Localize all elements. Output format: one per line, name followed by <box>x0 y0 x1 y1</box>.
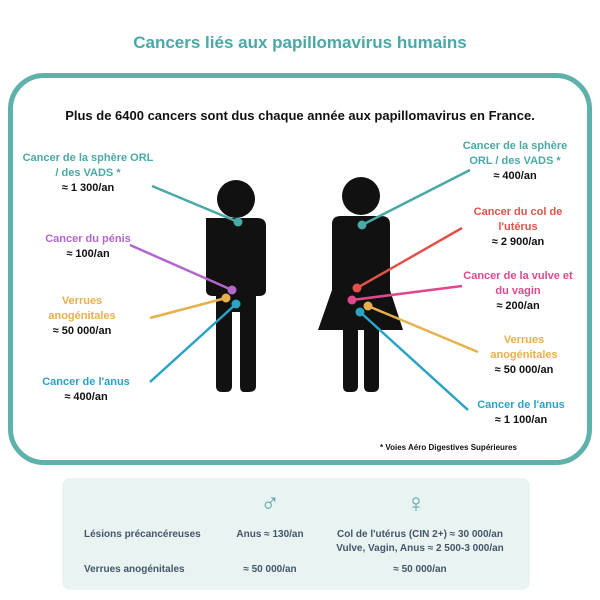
row-female-verrues: ≈ 50 000/an <box>393 564 447 575</box>
label-name: Cancer de l'anus <box>477 399 565 411</box>
male-label-anus: Cancer de l'anus ≈ 400/an <box>26 375 146 405</box>
male-orl-dot <box>233 217 243 227</box>
label-value: ≈ 2 900/an <box>491 236 545 248</box>
label-value: ≈ 400/an <box>493 170 537 182</box>
diagram-subtitle: Plus de 6400 cancers sont dus chaque ann… <box>65 108 535 123</box>
female-anus-dot <box>355 307 365 317</box>
label-name: Cancer de l'anus <box>42 376 130 388</box>
row-female-lesions-line2: Vulve, Vagin, Anus ≈ 2 500-3 000/an <box>336 543 504 554</box>
label-value: ≈ 100/an <box>66 248 110 260</box>
footnote: * Voies Aéro Digestives Supérieures <box>380 443 517 452</box>
label-value: ≈ 1 100/an <box>494 414 548 426</box>
female-pointer-lines <box>351 168 479 411</box>
row-male-lesions: Anus ≈ 130/an <box>236 529 304 540</box>
row-label-verrues: Verrues anogénitales <box>84 564 185 575</box>
male-penis-dot <box>227 285 237 295</box>
female-head <box>342 177 380 215</box>
precancer-table-panel <box>62 478 530 590</box>
diagram-frame <box>8 73 592 465</box>
male-verrues-line <box>149 296 227 320</box>
female-body <box>318 216 403 392</box>
female-pointer-dots <box>347 220 373 317</box>
female-label-col: Cancer du col de l'utérus ≈ 2 900/an <box>462 205 574 250</box>
label-name: Cancer de la sphère ORL / des VADS * <box>22 152 154 179</box>
label-name: Cancer du pénis <box>45 233 131 245</box>
page-title: Cancers liés aux papillomavirus humains <box>133 33 467 52</box>
female-verrues-line <box>367 304 479 354</box>
label-value: ≈ 50 000/an <box>52 325 112 337</box>
female-orl-line <box>361 168 471 227</box>
label-name: Cancer du col de l'utérus <box>473 206 563 233</box>
male-pointer-lines <box>129 184 239 383</box>
label-value: ≈ 1 300/an <box>61 182 115 194</box>
male-symbol-icon: ♂ <box>260 488 280 518</box>
female-vulve-dot <box>347 295 357 305</box>
label-value: ≈ 50 000/an <box>494 364 554 376</box>
female-label-anus: Cancer de l'anus ≈ 1 100/an <box>462 398 580 428</box>
female-figure <box>318 177 403 392</box>
male-penis-line <box>129 243 233 292</box>
label-name: Cancer de la sphère ORL / des VADS * <box>462 140 568 167</box>
row-female-lesions-line1: Col de l'utérus (CIN 2+) ≈ 30 000/an <box>337 529 503 540</box>
row-label-lesions: Lésions précancéreuses <box>84 529 201 540</box>
male-head <box>217 180 255 218</box>
female-verrues-dot <box>363 301 373 311</box>
label-value: ≈ 200/an <box>496 300 540 312</box>
label-value: ≈ 400/an <box>64 391 108 403</box>
female-label-verrues: Verrues anogénitales ≈ 50 000/an <box>476 333 572 378</box>
male-anus-dot <box>231 299 241 309</box>
female-vulve-line <box>351 284 463 302</box>
female-symbol-icon: ♀ <box>406 488 426 518</box>
male-label-verrues: Verrues anogénitales ≈ 50 000/an <box>36 294 128 339</box>
male-verrues-dot <box>221 293 231 303</box>
male-pointer-dots <box>221 217 243 309</box>
female-label-orl: Cancer de la sphère ORL / des VADS * ≈ 4… <box>456 139 574 184</box>
row-male-verrues: ≈ 50 000/an <box>243 564 297 575</box>
label-name: Verrues anogénitales <box>490 334 558 361</box>
male-label-orl: Cancer de la sphère ORL / des VADS * ≈ 1… <box>20 151 156 196</box>
male-anus-line <box>149 303 237 383</box>
male-label-penis: Cancer du pénis ≈ 100/an <box>28 232 148 262</box>
label-name: Cancer de la vulve et du vagin <box>463 270 573 297</box>
female-orl-dot <box>357 220 367 230</box>
female-col-line <box>356 226 463 290</box>
female-label-vulve: Cancer de la vulve et du vagin ≈ 200/an <box>456 269 580 314</box>
female-col-dot <box>352 283 362 293</box>
label-name: Verrues anogénitales <box>48 295 116 322</box>
male-orl-line <box>151 184 239 224</box>
female-anus-line <box>359 311 469 411</box>
